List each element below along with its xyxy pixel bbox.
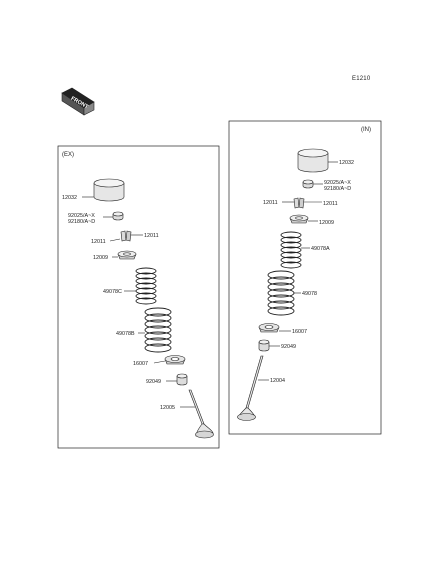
ex-label-12032: 12032	[62, 195, 77, 201]
ex-shim	[112, 211, 124, 221]
ex-spring-seat	[164, 355, 186, 365]
in-valve	[237, 355, 264, 421]
ex-outer-spring	[144, 307, 172, 353]
ex-label-92049: 92049	[146, 379, 161, 385]
in-spring-seat	[258, 323, 280, 333]
ex-retainer	[117, 250, 137, 260]
ex-panel-title: (EX)	[62, 152, 74, 158]
in-label-12011b: 12011	[323, 201, 338, 207]
ex-valve	[188, 389, 214, 439]
in-label-92180: 92180/A~D	[324, 186, 351, 192]
ex-label-92025: 92025/A~X	[68, 213, 95, 219]
front-arrow-icon: FRONT	[61, 87, 95, 116]
in-inner-spring	[280, 231, 302, 269]
ex-label-12005: 12005	[160, 405, 175, 411]
in-label-92025: 92025/A~X	[324, 180, 351, 186]
ex-panel-frame	[57, 145, 220, 449]
ex-label-49078b: 49078B	[116, 331, 135, 337]
in-label-49078: 49078	[302, 291, 317, 297]
ex-label-49078c: 49078C	[103, 289, 122, 295]
ex-tappet	[93, 178, 125, 202]
in-label-12009: 12009	[319, 220, 334, 226]
in-label-16007: 16007	[292, 329, 307, 335]
ex-inner-spring	[135, 267, 157, 305]
ex-cotters	[120, 230, 132, 242]
in-label-12011: 12011	[263, 200, 278, 206]
in-panel-title: (IN)	[361, 127, 371, 133]
ex-label-16007: 16007	[133, 361, 148, 367]
ex-label-12011: 12011	[144, 233, 159, 239]
in-retainer	[289, 214, 309, 224]
ex-label-12011b: 12011	[91, 239, 106, 245]
in-panel-frame	[228, 120, 382, 435]
in-tappet	[297, 148, 329, 173]
ex-label-92180: 92180/A~D	[68, 219, 95, 225]
in-label-12032: 12032	[339, 160, 354, 166]
in-label-92049: 92049	[281, 344, 296, 350]
ex-label-12009: 12009	[93, 255, 108, 261]
in-label-49078a: 49078A	[311, 246, 330, 252]
in-label-12004: 12004	[270, 378, 285, 384]
ex-stem-seal	[176, 373, 188, 386]
in-outer-spring	[267, 270, 295, 316]
in-cotters	[293, 197, 305, 209]
page-code: E1210	[352, 76, 371, 82]
in-shim	[302, 179, 314, 189]
in-stem-seal	[258, 339, 270, 352]
